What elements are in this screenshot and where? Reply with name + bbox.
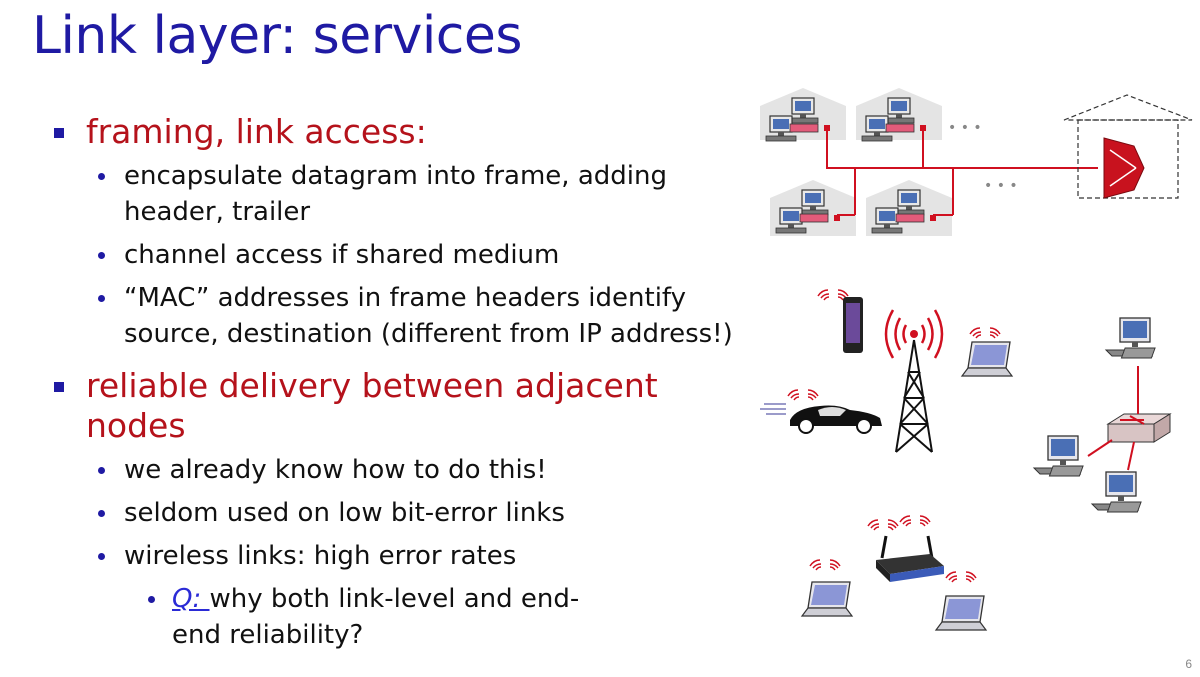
sub-sub-bullet-question: Q: why both link-level and end-end relia… [48,581,612,653]
splitter-icon [834,215,840,221]
page-number: 6 [1185,657,1192,671]
sub-bullet-encapsulate: encapsulate datagram into frame, adding … [48,158,748,230]
ellipsis-top: • • • [948,120,982,136]
bullet-reliable-delivery: reliable delivery between adjacent nodes [48,366,748,446]
cell-tower-icon [884,309,944,453]
sub-bullet-seldom-used: seldom used on low bit-error links [48,495,748,531]
desktop-left [1033,435,1084,477]
dot-bullet-icon [148,596,155,603]
sub-bullet-already-know: we already know how to do this! [48,452,748,488]
laptop-bottom-right [935,571,987,631]
ethernet-links [1087,366,1139,471]
sub-bullet-wireless: wireless links: high error rates [48,538,748,574]
dot-bullet-icon [98,553,105,560]
cmts-router-icon [1103,137,1145,199]
car-icon [760,389,882,434]
dot-bullet-icon [98,295,105,302]
ellipsis-bottom: • • • [984,178,1018,194]
splitter-icon [920,125,926,131]
modem-icon [789,123,819,133]
house-top-left [760,88,846,142]
square-bullet-icon [54,128,64,138]
modem-icon [885,123,915,133]
dot-bullet-icon [98,252,105,259]
modem-icon [895,213,925,223]
slide-title: Link layer: services [32,6,522,66]
smartphone-icon [817,289,863,353]
bullet-list: framing, link access: encapsulate datagr… [48,112,748,659]
laptop-near-tower [961,327,1013,377]
cable-lines [826,131,1098,216]
sub-bullet-channel-access: channel access if shared medium [48,237,748,273]
dot-bullet-icon [98,510,105,517]
house-bottom-left [770,180,856,236]
house-top-right [856,88,942,142]
dot-bullet-icon [98,173,105,180]
splitter-icon [930,215,936,221]
sub-bullet-mac: “MAC” addresses in frame headers identif… [48,280,748,352]
cable-headend [1063,94,1193,199]
laptop-bottom-left [801,559,853,617]
ethernet-switch-icon [1106,413,1172,443]
wifi-router-icon [867,515,944,582]
modem-icon [799,213,829,223]
square-bullet-icon [54,382,64,392]
desktop-bottom [1091,471,1142,513]
dot-bullet-icon [98,467,105,474]
desktop-top [1105,317,1156,359]
bullet-framing: framing, link access: [48,112,748,152]
question-label: Q: [172,584,210,614]
splitter-icon [824,125,830,131]
house-bottom-right [866,180,952,236]
